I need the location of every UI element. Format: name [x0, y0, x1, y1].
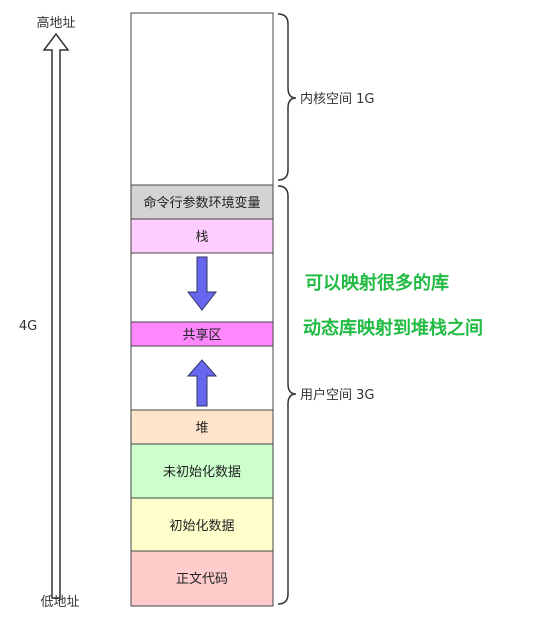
low-address-label: 低地址: [40, 595, 79, 610]
kernel-space-brace: [277, 13, 297, 181]
data-label: 初始化数据: [169, 519, 234, 534]
heap-segment: [130, 409, 274, 445]
stack-segment: [130, 218, 274, 254]
heap-growth-up-arrow: [186, 359, 218, 407]
args-env-label: 命令行参数环境变量: [143, 195, 260, 211]
total-size-label: 4G: [19, 319, 37, 334]
data-segment: [130, 497, 274, 552]
user-space-brace: [277, 185, 297, 605]
args-env-segment: [130, 184, 274, 220]
shared-segment: [130, 321, 274, 347]
user-space-label: 用户空间 3G: [300, 387, 374, 403]
kernel-space-segment: [130, 12, 274, 186]
bss-label: 未初始化数据: [163, 465, 241, 480]
high-address-label: 高地址: [36, 15, 75, 31]
text-segment: [130, 550, 274, 607]
heap-label: 堆: [195, 421, 208, 436]
shared-label: 共享区: [182, 327, 221, 343]
text-label: 正文代码: [176, 572, 228, 587]
note-line-1: 可以映射很多的库: [305, 272, 449, 294]
note-line-2: 动态库映射到堆栈之间: [303, 317, 483, 339]
kernel-space-label: 内核空间 1G: [300, 91, 374, 107]
stack-growth-down-arrow: [186, 256, 218, 311]
address-axis-arrow: [42, 32, 70, 599]
stack-label: 栈: [195, 230, 208, 245]
